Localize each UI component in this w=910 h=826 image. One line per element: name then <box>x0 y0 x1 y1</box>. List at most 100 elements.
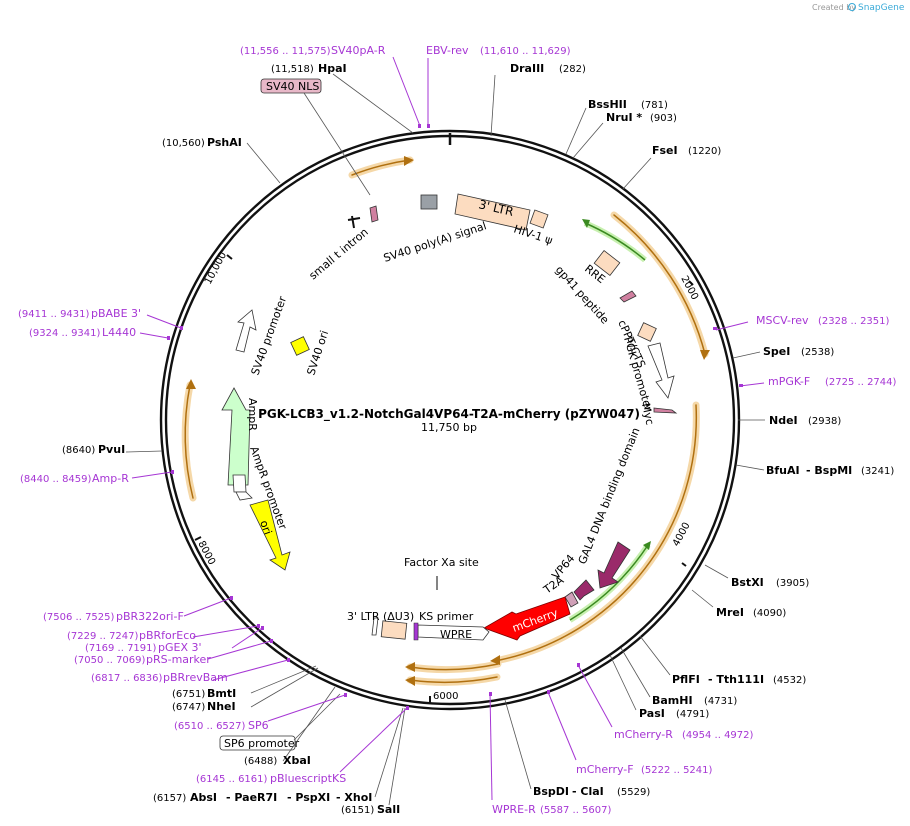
feature-small-pink <box>369 205 379 223</box>
primer-mcherry-r-pos: (4954 .. 4972) <box>682 730 754 741</box>
feature-hiv1psi: HIV-1 ψ <box>512 222 554 247</box>
site-xbai: XbaI <box>283 754 311 767</box>
site-hpai: HpaI <box>318 62 347 75</box>
site-bspdi-pos: (5529) <box>617 787 650 798</box>
site-nrui: NruI * <box>606 111 642 124</box>
primer-l4440-pos: (9324 .. 9341) <box>29 328 101 339</box>
site-leaders <box>125 73 765 806</box>
primer-ebv-rev: EBV-rev <box>426 44 469 57</box>
feature-mcherry: mCherry <box>483 596 571 641</box>
feature-gray-box <box>420 194 438 210</box>
svg-text:SV40 promoter: SV40 promoter <box>249 294 290 377</box>
primer-mcherry-f: mCherry-F <box>576 763 634 776</box>
feature-ampr-promoter-box <box>232 474 247 493</box>
site-bamhi: BamHI <box>652 694 693 707</box>
feature-pgk-arrow <box>647 342 675 399</box>
site-hpai-pos: (11,518) <box>271 64 314 75</box>
primer-sv40pa-r-pos: (11,556 .. 11,575) <box>240 46 331 57</box>
site-ndei: NdeI <box>769 414 798 427</box>
site-bsshii: BssHII <box>588 98 627 111</box>
site-bspdi: BspDI <box>533 785 569 798</box>
site-xhoi: - XhoI <box>336 791 372 804</box>
site-nhei: NheI <box>207 700 236 713</box>
site-absi-pos: (6157) <box>153 793 186 804</box>
site-spei: SpeI <box>763 345 790 358</box>
site-nrui-pos: (903) <box>650 113 677 124</box>
site-bmti: BmtI <box>207 687 236 700</box>
feature-gal4-arrow <box>597 541 631 589</box>
site-draiii: DraIII <box>510 62 544 75</box>
sv40-nls-leader <box>303 92 371 196</box>
svg-text:SV40 ori: SV40 ori <box>304 329 331 377</box>
primer-sp6-pos: (6510 .. 6527) <box>174 721 246 732</box>
feature-vp64-arrow <box>573 579 595 601</box>
site-bmti-pos: (6751) <box>172 689 205 700</box>
primer-sp6: SP6 <box>248 719 269 732</box>
snapgene-credit: Created by SnapGene <box>812 3 905 13</box>
primer-pbrforeco-pos: (7229 .. 7247) <box>67 631 139 642</box>
primer-pbr322ori-f: pBR322ori-F <box>116 610 184 623</box>
site-sali: SalI <box>377 803 400 816</box>
feature-sv40-nls: SV40 NLS <box>260 78 322 94</box>
feature-ks-mark <box>413 622 419 641</box>
plasmid-title: PGK-LCB3_v1.2-NotchGal4VP64-T2A-mCherry … <box>258 407 640 422</box>
feature-hiv1psi-box <box>529 209 549 229</box>
plasmid-size: 11,750 bp <box>421 421 477 434</box>
primer-sv40pa-r: SV40pA-R <box>331 44 386 57</box>
feature-sv40-ori: SV40 ori <box>290 329 331 377</box>
orange-arc-arrowheads <box>186 156 710 686</box>
feature-sv40polya: SV40 poly(A) signal <box>382 219 488 265</box>
primer-wpre-r: WPRE-R <box>492 803 536 816</box>
primer-prs-marker: pRS-marker <box>146 653 211 666</box>
site-pshai-pos: (10,560) <box>162 138 205 149</box>
primer-pbluescriptks: pBluescriptKS <box>270 772 346 785</box>
svg-text:AmpR: AmpR <box>246 398 259 431</box>
feature-myc: Myc <box>639 402 656 426</box>
site-pspxi: - PspXI <box>287 791 330 804</box>
site-bamhi-pos: (4731) <box>704 696 737 707</box>
svg-text:small t intron: small t intron <box>307 225 371 282</box>
feature-factor-xa: Factor Xa site <box>404 556 479 569</box>
primer-mpgk-f: mPGK-F <box>768 375 810 388</box>
tick-6000: 6000 <box>433 691 458 702</box>
site-ndei-pos: (2938) <box>808 416 841 427</box>
primer-amp-r-pos: (8440 .. 8459) <box>20 474 92 485</box>
primer-prs-marker-pos: (7050 .. 7069) <box>74 655 146 666</box>
feature-ampr-promoter-arrow <box>235 491 253 501</box>
site-pflfi: PflFI <box>672 673 700 686</box>
site-mrei-pos: (4090) <box>753 608 786 619</box>
feature-wpre: WPRE <box>417 624 490 641</box>
feature-gal4-label: GAL4 DNA binding domain <box>576 426 643 566</box>
site-pasi: PasI <box>639 707 665 720</box>
site-tth111i: - Tth111I <box>708 673 764 686</box>
primer-ebv-rev-pos: (11,610 .. 11,629) <box>480 46 571 57</box>
primer-pbluescriptks-pos: (6145 .. 6161) <box>196 774 268 785</box>
primer-pbr322ori-f-pos: (7506 .. 7525) <box>43 612 115 623</box>
feature-gp41-mark <box>619 290 637 303</box>
feature-small-t-intron: small t intron <box>307 215 371 282</box>
feature-ampr: AmpR <box>221 387 259 486</box>
tick-10000: 10,000 <box>203 250 229 286</box>
site-absi: AbsI <box>190 791 217 804</box>
feature-cppt-box <box>637 322 657 342</box>
svg-text:SP6 promoter: SP6 promoter <box>224 737 300 750</box>
feature-t2a-mark <box>564 591 579 608</box>
feature-rre: RRE <box>582 249 621 286</box>
svg-text:Created by: Created by <box>812 3 856 12</box>
site-fsei-pos: (1220) <box>688 146 721 157</box>
primer-mscv-rev: MSCV-rev <box>756 314 809 327</box>
snapgene-logo-icon <box>848 3 856 11</box>
primer-markers <box>167 124 743 710</box>
site-pshai: PshAI <box>207 136 242 149</box>
svg-text:SnapGene: SnapGene <box>858 3 905 13</box>
primer-pbrrevbam: pBRrevBam <box>163 671 228 684</box>
site-pvui: PvuI <box>98 443 125 456</box>
site-mrei: MreI <box>716 606 744 619</box>
site-bspmi: - BspMI <box>806 464 852 477</box>
primer-pbabe3: pBABE 3' <box>91 307 141 320</box>
primer-amp-r: Amp-R <box>92 472 129 485</box>
primer-pbrrevbam-pos: (6817 .. 6836) <box>91 673 163 684</box>
primer-pgex3-pos: (7169 .. 7191) <box>85 643 157 654</box>
svg-text:SV40 NLS: SV40 NLS <box>266 80 319 93</box>
